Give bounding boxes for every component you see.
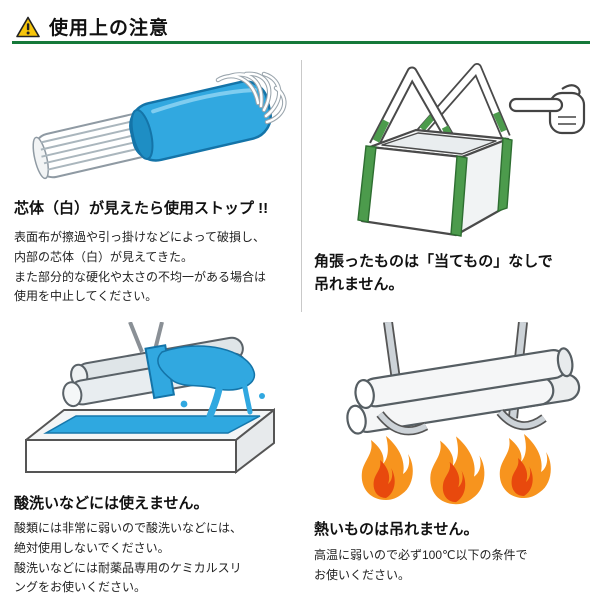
flame-icon (430, 436, 485, 505)
caution-heading-line: 吊れません。 (314, 276, 404, 294)
caution-text-line: ングをお使いください。 (14, 580, 147, 595)
caution-heading-line: 角張ったものは「当てもの」なしで (314, 253, 553, 270)
container-bag-illustration (357, 63, 586, 237)
caution-text-line: 高温に弱いので必ず100℃以下の条件で (314, 548, 528, 562)
section-divider (301, 60, 302, 312)
pointing-hand-icon (508, 84, 586, 135)
caution-body-hot-items: 高温に弱いので必ず100℃以下の条件で お使いください。 (314, 546, 528, 586)
header-underline (12, 41, 590, 44)
caution-body-core-visible: 表面布が擦過や引っ掛けなどによって破損し、 内部の芯体（白）が見えてきた。 また… (14, 228, 266, 307)
caution-text-line: 絶対使用しないでください。 (14, 540, 170, 555)
page-title: 使用上の注意 (49, 18, 170, 39)
caution-text-line: 表面布が擦過や引っ掛けなどによって破損し、 (14, 230, 266, 244)
caution-text-line: また部分的な硬化や太さの不均一がある場合は (14, 269, 267, 284)
acid-splash (157, 345, 265, 420)
acid-liquid (43, 415, 261, 434)
header: 使用上の注意 (16, 13, 169, 40)
caution-text-line: 酸洗いなどには耐薬品専用のケミカルスリ (14, 560, 242, 575)
loose-core-fibers (215, 71, 287, 125)
caution-heading-angular-items: 角張ったものは「当てもの」なしで 吊れません。 (314, 250, 553, 297)
hot-logs-illustration (346, 322, 581, 505)
flame-icon (499, 434, 551, 498)
flame-icons (361, 434, 551, 505)
caution-text-line: お使いください。 (314, 567, 411, 582)
caution-heading-core-visible: 芯体（白）が見えたら使用ストップ !! (14, 200, 269, 217)
caution-text-line: 使用を中止してください。 (14, 289, 158, 304)
caution-heading-hot-items: 熱いものは吊れません。 (314, 521, 479, 538)
flame-icon (361, 436, 413, 500)
caution-heading-acid: 酸洗いなどには使えません。 (14, 495, 209, 512)
worn-sling-illustration (32, 71, 287, 180)
sling-straps (128, 322, 164, 353)
bag-strap-front (369, 66, 464, 157)
bag-corner-bands (357, 137, 513, 237)
sling-blue-jacket (129, 80, 272, 162)
acid-bath-illustration (25, 322, 275, 475)
log-stack (346, 347, 581, 435)
caution-body-acid: 酸類には非常に弱いので酸洗いなどには、 絶対使用しないでください。 酸洗いなどに… (14, 519, 242, 598)
sling-underwrap (376, 408, 547, 436)
caution-text-line: 内部の芯体（白）が見えてきた。 (14, 249, 194, 264)
bag-body (360, 128, 510, 237)
warning-icon (16, 16, 40, 37)
caution-text-line: 酸類には非常に弱いので酸洗いなどには、 (14, 521, 243, 535)
acid-tray (25, 407, 275, 475)
